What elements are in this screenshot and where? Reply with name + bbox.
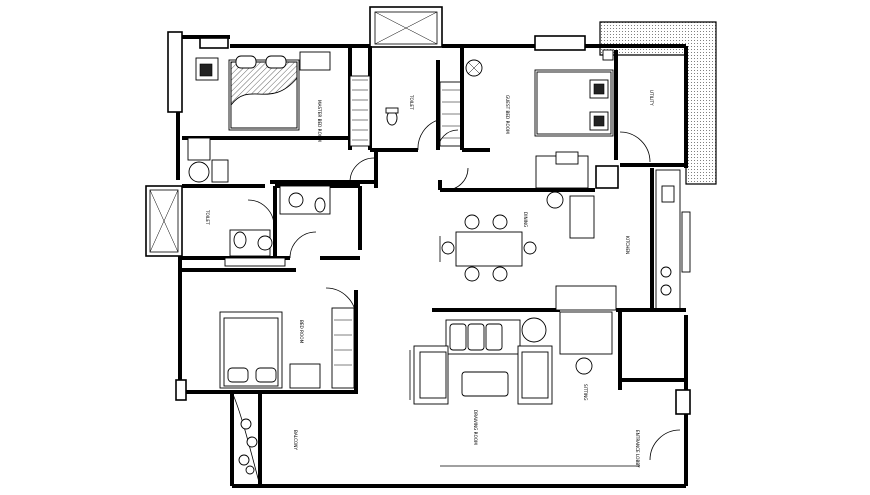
svg-text:DINING: DINING [523, 212, 528, 227]
svg-text:BALCONY: BALCONY [293, 430, 298, 450]
utility-right: UTILITY [619, 90, 654, 163]
svg-text:KITCHEN: KITCHEN [625, 236, 630, 254]
svg-text:UTILITY: UTILITY [649, 90, 654, 106]
common-toilet-left: TOILET [182, 184, 362, 267]
svg-text:SITTING: SITTING [583, 384, 588, 401]
balcony-bottom-left: BALCONY [231, 391, 298, 487]
corridor-walls [270, 150, 595, 239]
svg-text:TOILET: TOILET [409, 94, 414, 110]
wardrobe-toilet-top: TOILET [349, 46, 463, 152]
bedroom-top-right: GUEST BED ROOM [460, 46, 618, 160]
svg-text:BED ROOM: BED ROOM [299, 320, 304, 344]
svg-text:ENTRANCE LOBBY: ENTRANCE LOBBY [635, 430, 640, 468]
bedroom-top-left: MASTER BED ROOM [182, 46, 352, 183]
svg-text:DRAWING ROOM: DRAWING ROOM [473, 410, 478, 445]
svg-text:MASTER BED ROOM: MASTER BED ROOM [317, 100, 322, 142]
shaft-top [369, 6, 443, 48]
bedroom-bottom-left: BED ROOM [182, 268, 358, 392]
entrance-bottom-right: ENTRANCE LOBBY [440, 429, 681, 468]
svg-text:TOILET: TOILET [205, 209, 210, 225]
living-room: DRAWING ROOM SITTING [409, 285, 686, 445]
outer-walls [145, 31, 691, 488]
kitchen: KITCHEN [595, 163, 691, 311]
dining-area: DINING [439, 212, 537, 282]
svg-text:GUEST BED ROOM: GUEST BED ROOM [505, 95, 510, 134]
